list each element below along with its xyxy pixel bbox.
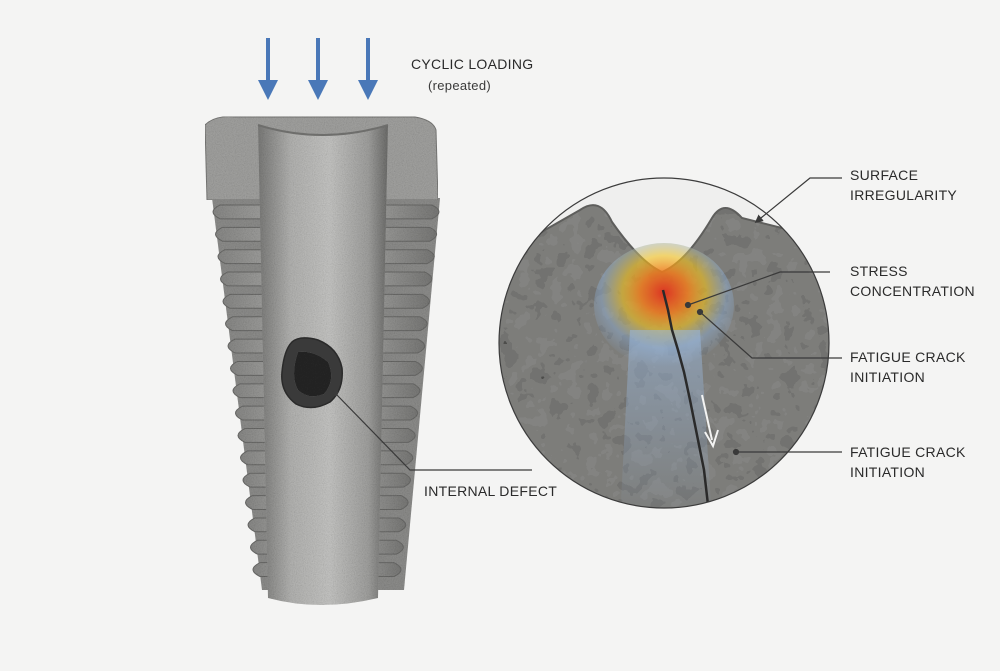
surface-irregularity-label-line2: IRREGULARITY (850, 187, 958, 203)
cyclic-loading-subtitle: (repeated) (428, 78, 491, 93)
fatigue-crack-initiation-label-2-line2: INITIATION (850, 464, 926, 480)
stress-concentration-label-line1: STRESS (850, 263, 908, 279)
fatigue-crack-initiation-label-1-line2: INITIATION (850, 369, 926, 385)
dental-implant (204, 116, 440, 605)
internal-defect-void (281, 337, 343, 409)
fatigue-crack-initiation-label-2-line1: FATIGUE CRACK (850, 444, 966, 460)
fatigue-crack-initiation-label-1-line1: FATIGUE CRACK (850, 349, 966, 365)
magnified-detail (498, 177, 830, 509)
cyclic-loading-arrows (258, 38, 378, 100)
surface-irregularity-label-line1: SURFACE (850, 167, 919, 183)
load-arrow-icon (358, 38, 378, 100)
leader-lines (331, 177, 842, 471)
stress-concentration-label-line2: CONCENTRATION (850, 283, 975, 299)
load-arrow-icon (258, 38, 278, 100)
internal-defect-label: INTERNAL DEFECT (424, 483, 558, 499)
fatigue-crack (661, 289, 710, 506)
crack-propagation-arrow-icon (701, 394, 719, 449)
load-arrow-icon (308, 38, 328, 100)
cyclic-loading-title: CYCLIC LOADING (411, 56, 534, 72)
